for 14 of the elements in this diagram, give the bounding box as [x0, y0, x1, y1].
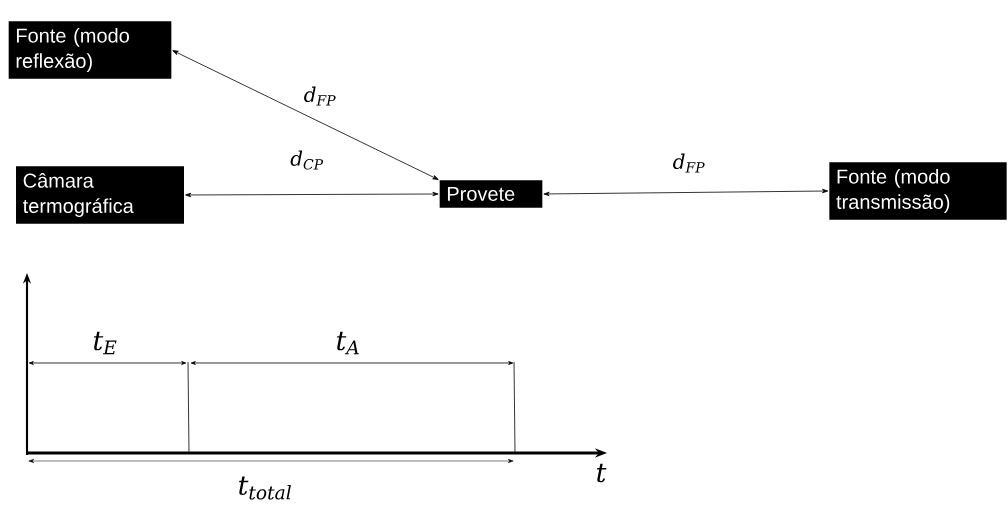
arrow	[543, 188, 829, 197]
dimension-label: t	[597, 463, 607, 483]
label-box: Fonte (modo reflexão)	[8, 21, 172, 79]
edge-label: d$_{FP}$	[673, 153, 705, 173]
edge-label: d$_{CP}$	[290, 150, 324, 170]
edge-label: d$_{FP}$	[304, 86, 336, 106]
arrow	[185, 191, 439, 198]
label-box: Fonte (modo transmissão)	[829, 162, 1007, 220]
label-box: Câmara termográfica	[16, 166, 184, 224]
dimension-label: t$_{E}$	[93, 331, 117, 355]
label-box: Provete	[439, 180, 543, 208]
dimension-label: t$_{total}$	[239, 476, 291, 500]
dimension-label: t$_{A}$	[337, 331, 359, 355]
arrow	[172, 50, 439, 180]
